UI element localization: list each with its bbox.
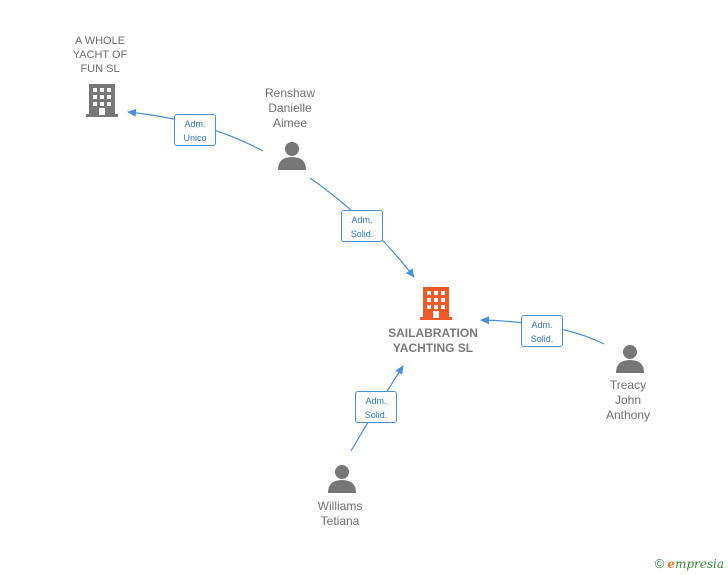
person-name-williams[interactable]: Williams Tetiana (317, 499, 363, 528)
person-icon-treacy (616, 345, 644, 373)
relation-label-adm-solid: Adm. Solid. (355, 391, 397, 423)
building-icon (86, 84, 118, 117)
relation-label-adm-solid: Adm. Solid. (341, 210, 383, 242)
relation-label-adm-unico: Adm. Unico (174, 114, 216, 146)
relation-label-adm-solid: Adm. Solid. (521, 315, 563, 347)
brand-watermark: ©empresia (655, 556, 724, 571)
person-icon-renshaw (278, 142, 306, 170)
copyright-icon: © (654, 556, 665, 571)
company-name-whole-yacht[interactable]: A WHOLE YACHT OF FUN SL (72, 35, 128, 75)
building-icon-main (420, 287, 452, 320)
person-icon-williams (328, 465, 356, 493)
company-name-sailabration[interactable]: SAILABRATION YACHTING SL (388, 326, 478, 355)
brand-initial: e (667, 557, 675, 571)
brand-name: mpresia (674, 557, 724, 571)
person-name-renshaw[interactable]: Renshaw Danielle Aimee (264, 86, 316, 130)
person-name-treacy[interactable]: Treacy John Anthony (605, 378, 651, 422)
